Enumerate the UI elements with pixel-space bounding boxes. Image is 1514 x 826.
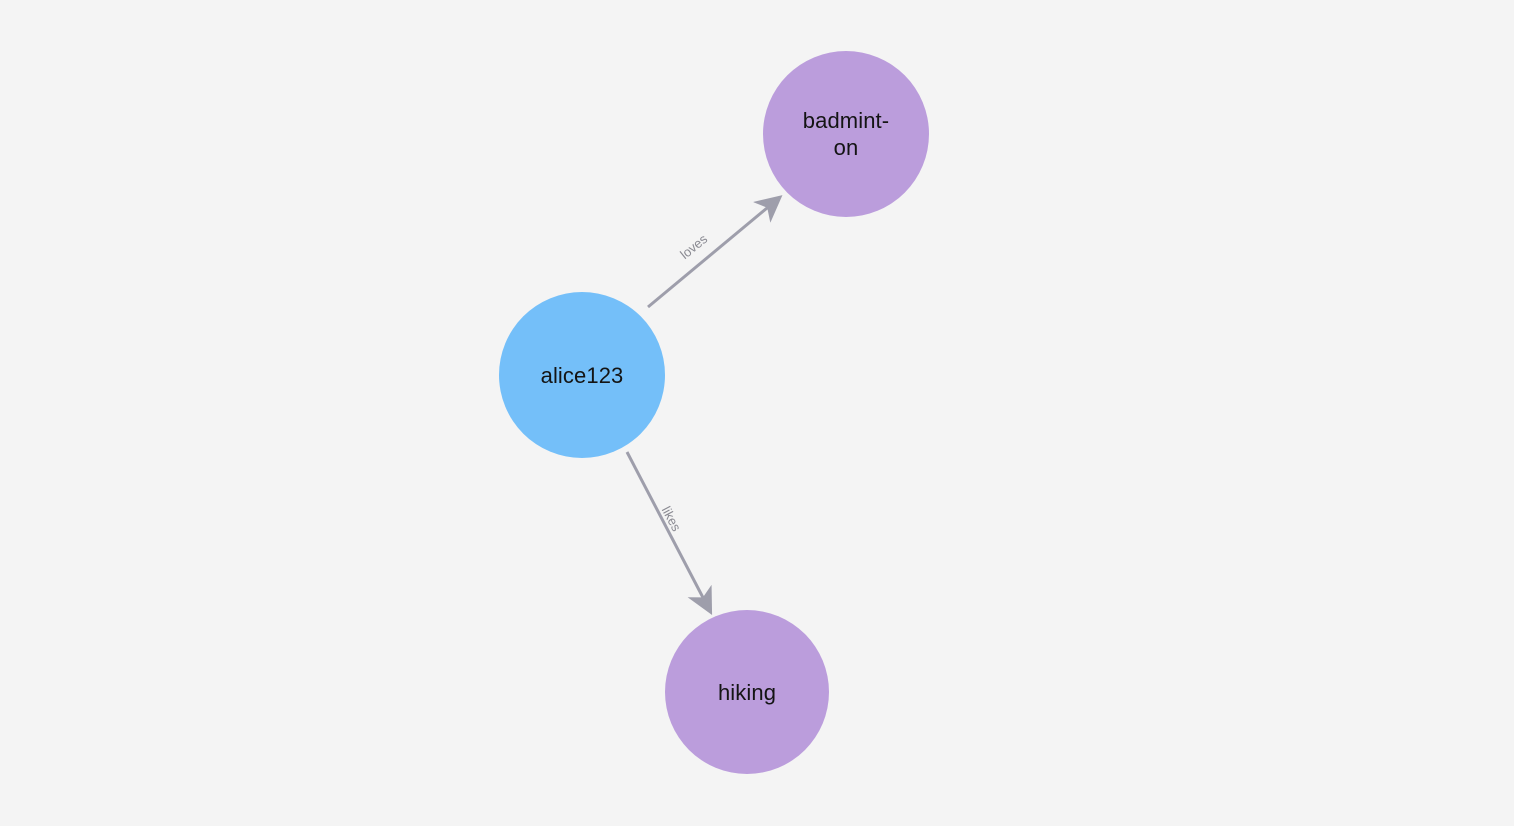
edge-loves[interactable] [647,195,783,309]
node-label-hiking: hiking [717,679,777,705]
graph-node-alice123[interactable]: alice123 [499,292,665,458]
graph-node-hiking[interactable]: hiking [665,610,829,774]
graph-node-badminton[interactable]: badmint- on [763,51,929,217]
node-label-alice123: alice123 [540,362,624,388]
node-label-badminton: badmint- on [802,108,890,160]
edge-likes[interactable] [625,451,713,615]
